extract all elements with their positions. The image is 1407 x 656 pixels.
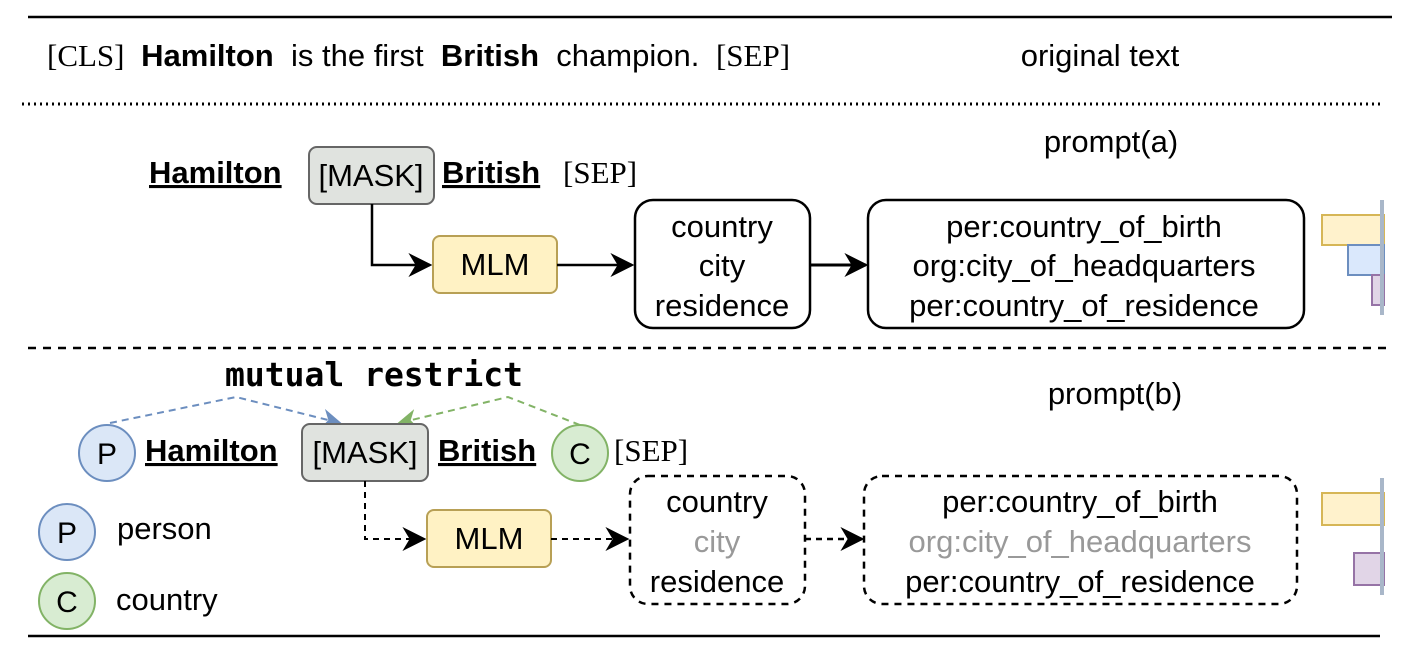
legend-country-circle <box>38 572 96 630</box>
prompt-a-distribution-bars <box>1321 200 1385 315</box>
legend-person-circle <box>38 503 96 561</box>
prompt-b-label: prompt(b) <box>1048 376 1182 411</box>
prompt-a-relations-box <box>866 198 1306 330</box>
prompt-a-word: country <box>671 209 773 244</box>
sep-token: [SEP] <box>716 38 790 73</box>
legend-country-symbol: C <box>56 586 78 619</box>
prompt-b-distribution-bars <box>1321 478 1385 595</box>
prompt-b-relation-filtered: org:city_of_headquarters <box>909 524 1252 559</box>
prompt-b-sep: [SEP] <box>614 433 688 468</box>
prompt-a-mask-to-mlm-arrow <box>370 204 433 277</box>
person-type-circle <box>78 424 136 482</box>
country-restrict-arrow <box>397 395 581 429</box>
object-entity: British <box>441 38 539 73</box>
prompt-b-relation: per:country_of_residence <box>905 564 1255 599</box>
prompt-a-object: British <box>442 155 540 190</box>
legend: P person C country <box>38 503 218 630</box>
prompt-b-title: mutual restrict <box>225 355 523 394</box>
prompt-b-bar-purple <box>1353 552 1385 586</box>
prompt-a-bar-blue <box>1347 244 1385 276</box>
prompt-b-relation: per:country_of_birth <box>942 484 1218 519</box>
prompt-b-word: country <box>666 484 768 519</box>
prompt-a-bar-yellow <box>1321 214 1385 246</box>
subject-entity: Hamilton <box>141 38 274 73</box>
prompt-b-subject: Hamilton <box>145 433 278 468</box>
prompt-a-subject: Hamilton <box>149 155 282 190</box>
prompt-a-word: residence <box>655 288 789 323</box>
country-type-circle <box>551 424 609 482</box>
prompt-a-word: city <box>699 248 746 283</box>
prompt-a-sep: [SEP] <box>563 155 637 190</box>
sentence-end: champion. <box>548 38 700 73</box>
original-text-label: original text <box>1021 38 1180 73</box>
prompt-b-relations-box <box>862 474 1299 606</box>
prompt-a-mlm: MLM <box>461 247 530 282</box>
original-sentence: [CLS] Hamilton is the first British cham… <box>47 38 790 73</box>
prompt-b-word-filtered: city <box>694 524 741 559</box>
prompt-b-bar-yellow <box>1321 492 1385 526</box>
legend-country-label: country <box>116 582 218 617</box>
prompt-b-object: British <box>438 433 536 468</box>
prompt-a-mask: [MASK] <box>318 158 423 193</box>
legend-person-label: person <box>117 511 212 546</box>
person-type-symbol: P <box>97 438 117 471</box>
country-type-symbol: C <box>569 438 591 471</box>
legend-person-symbol: P <box>57 517 77 550</box>
sentence-middle: is the first <box>282 38 432 73</box>
prompt-a-relation: per:country_of_birth <box>946 209 1222 244</box>
prompt-b-mlm: MLM <box>455 521 524 556</box>
prompt-b-word: residence <box>650 564 784 599</box>
cls-token: [CLS] <box>47 38 125 73</box>
person-restrict-arrow <box>109 395 342 429</box>
prompt-b-mask-to-mlm-arrow <box>364 481 427 551</box>
prompt-b-mask: [MASK] <box>312 435 417 470</box>
prompt-a-relation: per:country_of_residence <box>909 288 1259 323</box>
prompt-a-label: prompt(a) <box>1044 124 1178 159</box>
prompt-a-relation: org:city_of_headquarters <box>913 248 1256 283</box>
